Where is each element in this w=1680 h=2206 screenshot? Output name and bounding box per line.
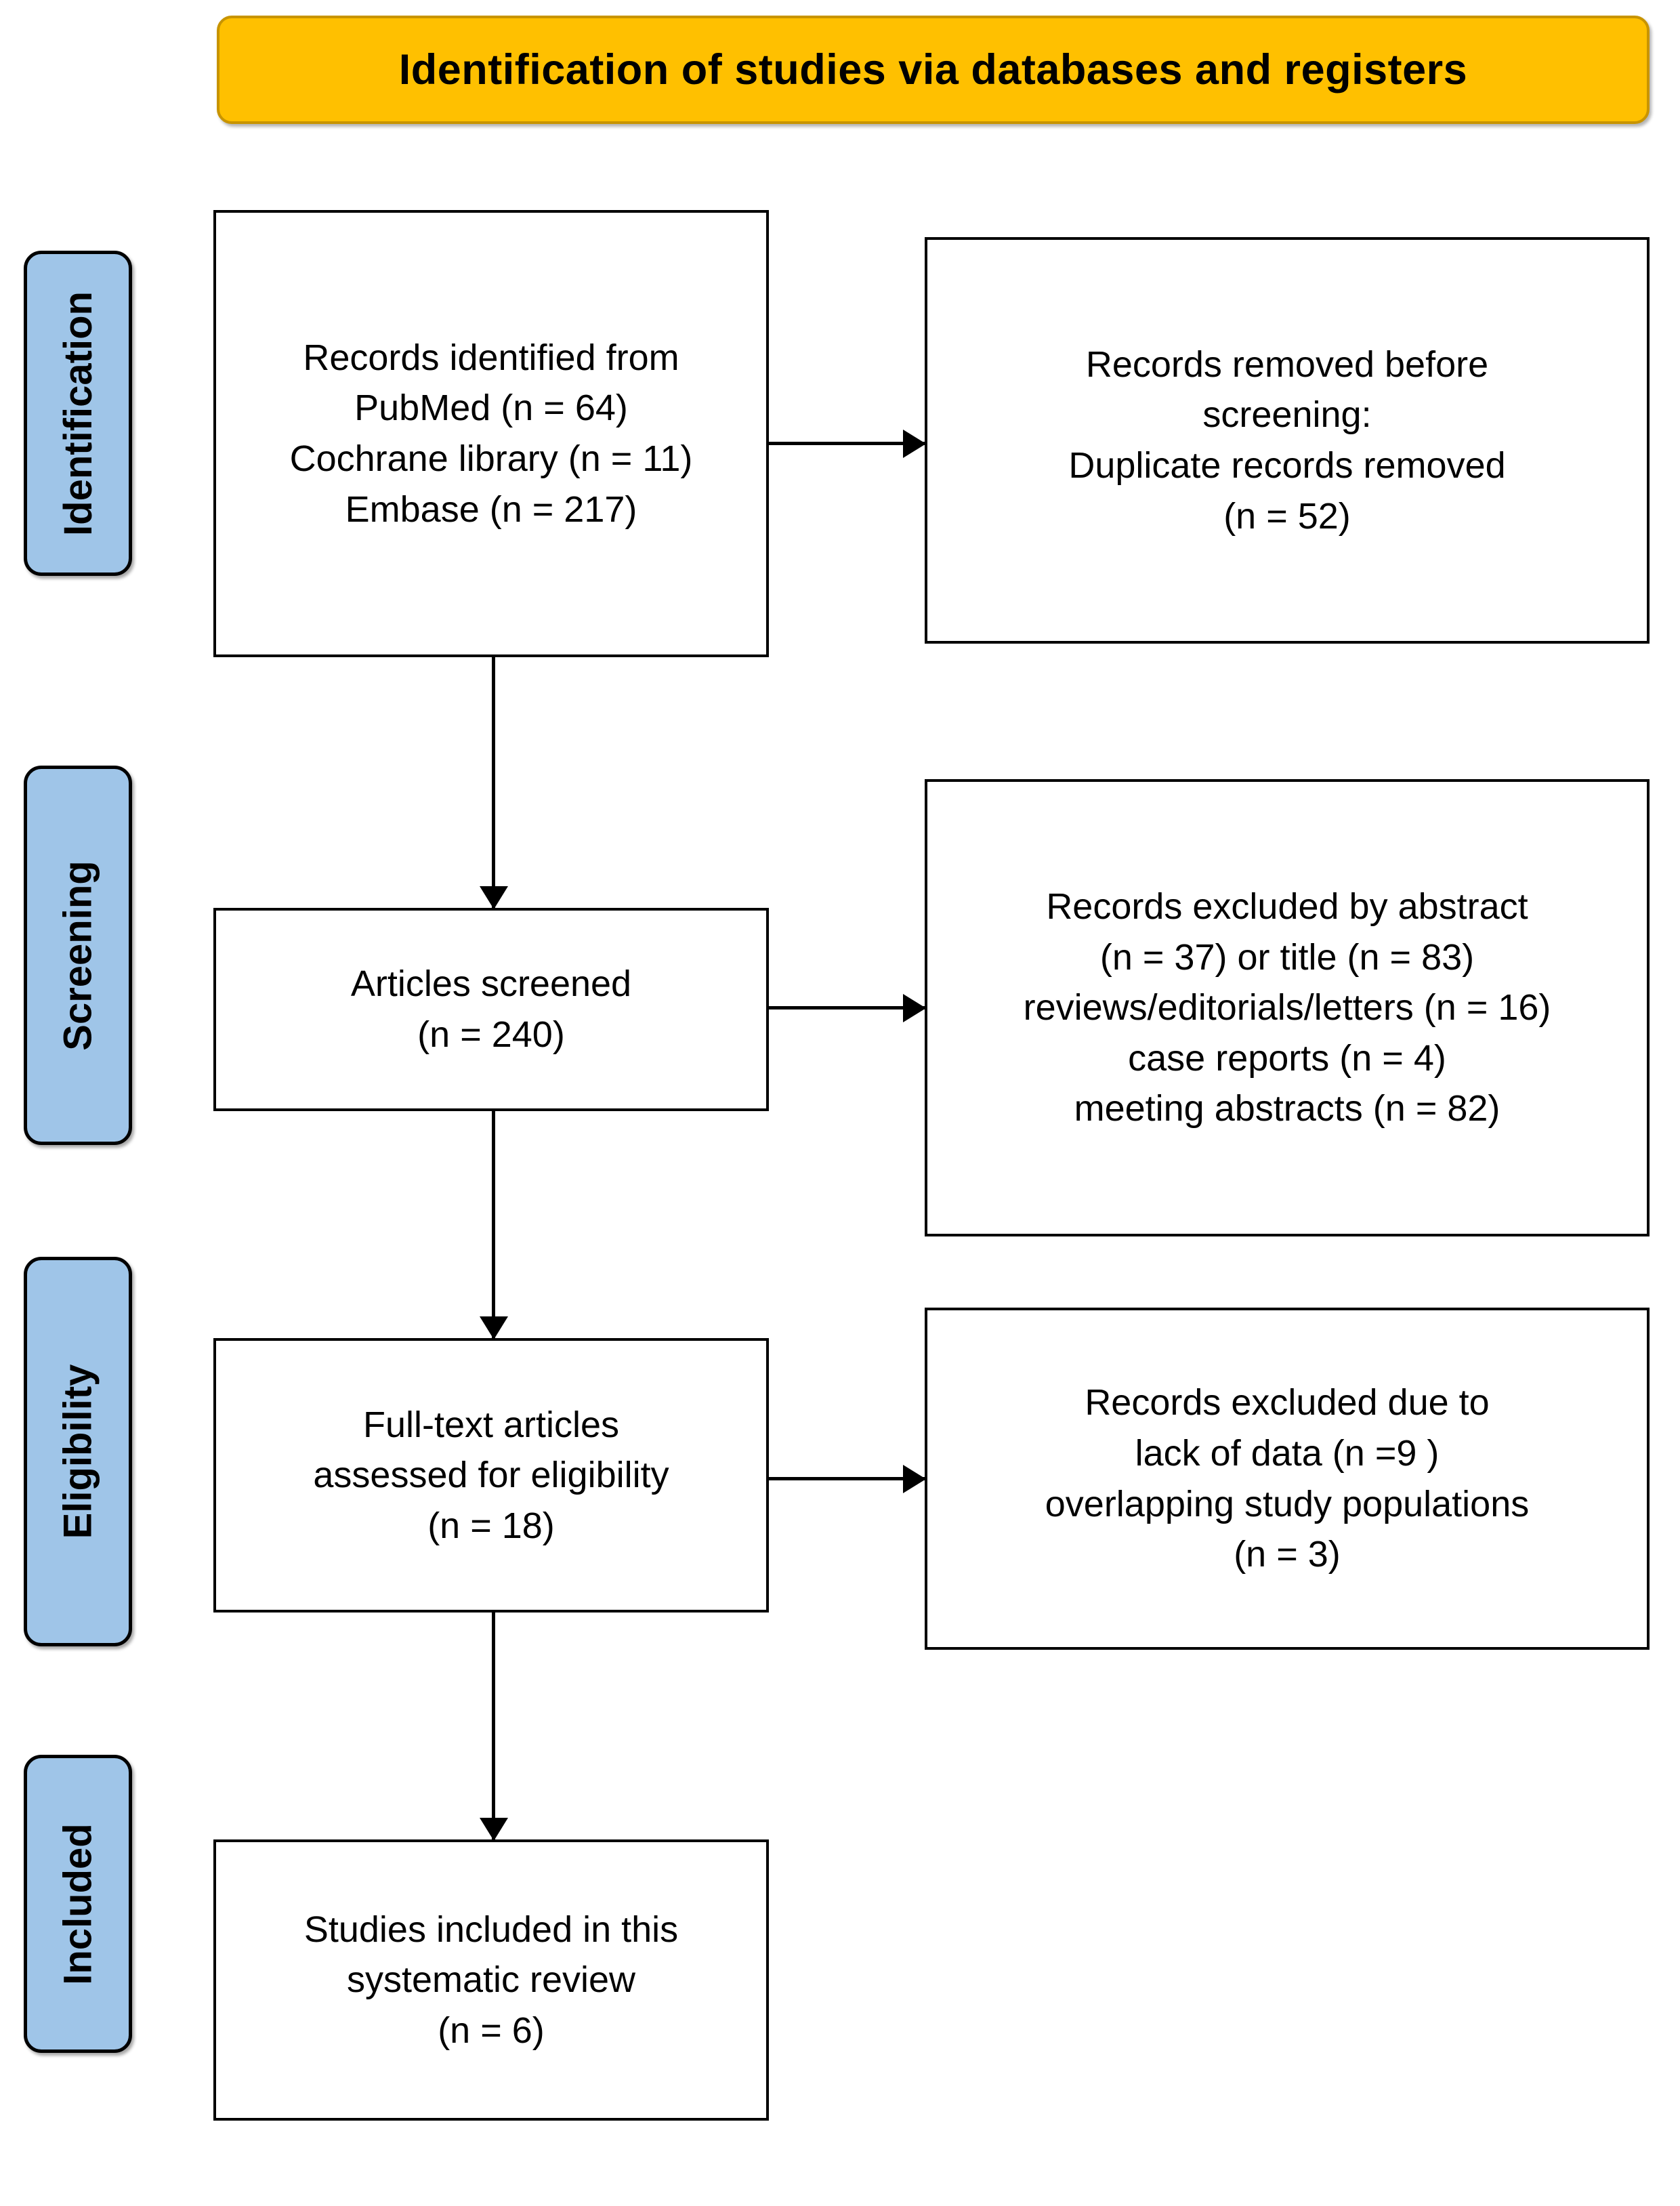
box-fulltext-assessed: Full-text articles assessed for eligibil… — [213, 1338, 769, 1612]
box-line: Duplicate records removed — [1068, 445, 1506, 486]
box-line: Articles screened — [350, 963, 632, 1005]
box-line: overlapping study populations — [1045, 1483, 1530, 1524]
arrow-fulltext-to-included-icon — [492, 1612, 495, 1839]
box-articles-screened: Articles screened (n = 240) — [213, 908, 769, 1111]
stage-label-included-text: Included — [56, 1823, 100, 1985]
arrow-identified-to-screened-icon — [492, 657, 495, 908]
box-line: (n = 37) or title (n = 83) — [1099, 936, 1475, 978]
box-records-excluded-screening: Records excluded by abstract (n = 37) or… — [925, 779, 1650, 1236]
page-title: Identification of studies via databases … — [398, 46, 1468, 93]
stage-label-identification: Identification — [24, 251, 132, 576]
box-line: Records identified from — [303, 337, 679, 378]
box-line: (n = 6) — [438, 2010, 545, 2051]
stage-label-eligibility: Eligibility — [24, 1257, 132, 1646]
box-records-identified: Records identified from PubMed (n = 64) … — [213, 210, 769, 657]
box-line: (n = 3) — [1234, 1534, 1341, 1575]
box-line: Records excluded due to — [1085, 1382, 1490, 1423]
box-line: (n = 18) — [427, 1505, 555, 1546]
box-line: screening: — [1202, 394, 1372, 436]
box-records-excluded-eligibility: Records excluded due to lack of data (n … — [925, 1308, 1650, 1650]
arrow-screened-to-excluded-icon — [769, 1006, 925, 1010]
box-records-removed-before-screening: Records removed before screening: Duplic… — [925, 237, 1650, 644]
box-line: reviews/editorials/letters (n = 16) — [1023, 987, 1551, 1028]
box-line: Full-text articles — [362, 1404, 620, 1445]
box-line: lack of data (n =9 ) — [1135, 1432, 1440, 1474]
box-line: case reports (n = 4) — [1128, 1037, 1446, 1079]
stage-label-screening: Screening — [24, 766, 132, 1145]
box-studies-included: Studies included in this systematic revi… — [213, 1839, 769, 2121]
stage-label-identification-text: Identification — [56, 291, 100, 536]
box-line: assessed for eligibility — [313, 1455, 669, 1496]
header-banner: Identification of studies via databases … — [217, 16, 1650, 124]
box-line: Records excluded by abstract — [1046, 886, 1528, 928]
box-line: Cochrane library (n = 11) — [289, 438, 693, 479]
box-line: systematic review — [346, 1959, 636, 2001]
stage-label-screening-text: Screening — [56, 860, 100, 1051]
arrow-fulltext-to-excluded-icon — [769, 1477, 925, 1480]
box-line: meeting abstracts (n = 82) — [1074, 1088, 1500, 1129]
box-line: (n = 52) — [1223, 495, 1351, 537]
arrow-identified-to-removed-icon — [769, 442, 925, 445]
box-line: Studies included in this — [303, 1909, 679, 1950]
arrow-screened-to-fulltext-icon — [492, 1111, 495, 1338]
box-line: (n = 240) — [417, 1014, 565, 1055]
stage-label-included: Included — [24, 1755, 132, 2053]
box-line: PubMed (n = 64) — [354, 388, 628, 429]
stage-label-eligibility-text: Eligibility — [56, 1364, 100, 1539]
box-line: Embase (n = 217) — [345, 488, 637, 530]
box-line: Records removed before — [1085, 344, 1489, 385]
